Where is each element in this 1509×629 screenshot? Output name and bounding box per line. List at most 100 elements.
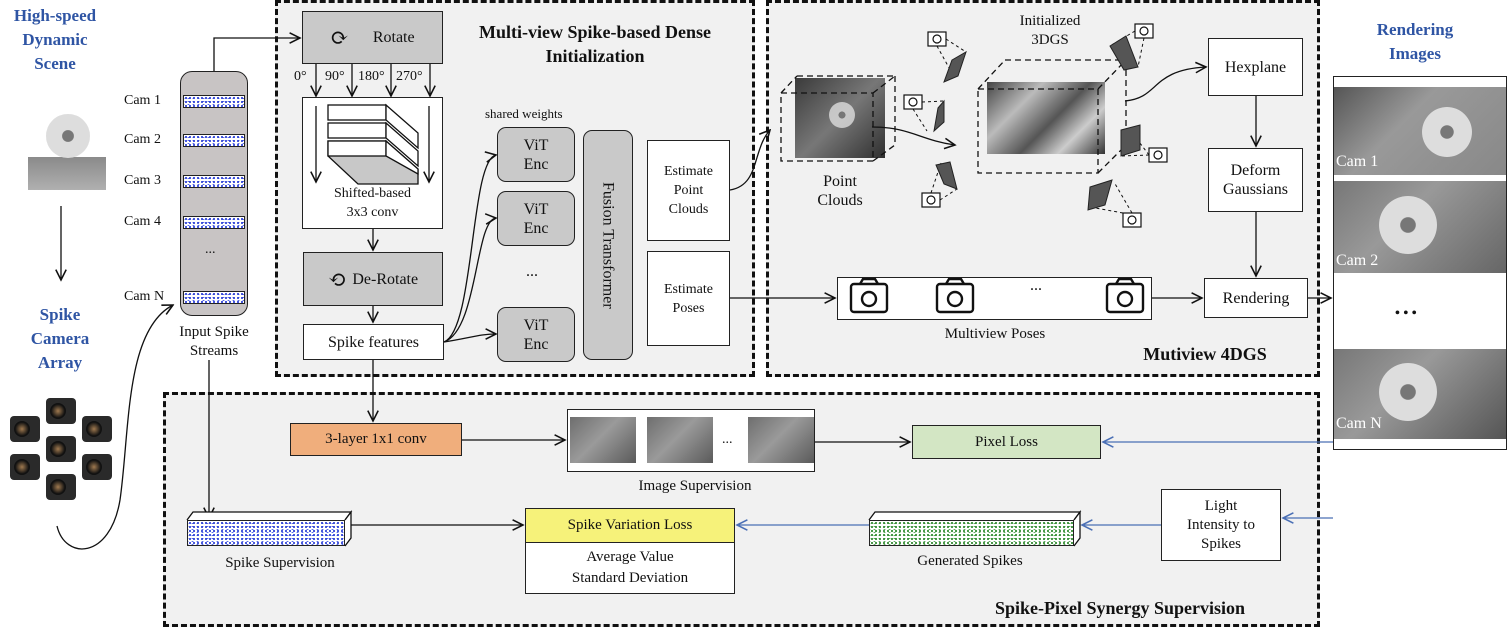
fusion-transformer: Fusion Transformer <box>583 130 633 360</box>
deform-line: Gaussians <box>1223 181 1288 198</box>
angle-label: 270° <box>396 69 423 84</box>
light-line: Spikes <box>1200 535 1241 552</box>
input-streams-caption: Input Spike Streams <box>160 323 268 361</box>
render-image-camN: Cam N <box>1334 349 1506 439</box>
cam-label: Cam 1 <box>124 93 161 108</box>
derotate-icon: ⟲ <box>327 266 347 292</box>
poses-ellipsis: ... <box>1030 277 1042 294</box>
vit-line: ViT <box>523 200 549 218</box>
derotate-block: ⟲ De-Rotate <box>303 252 443 306</box>
scene-title-line: Dynamic <box>22 30 88 49</box>
right-title-line: Images <box>1389 44 1441 63</box>
camera-icon <box>46 398 76 424</box>
camera-icon <box>46 474 76 500</box>
supervision-frame <box>570 417 636 463</box>
vit-line: Enc <box>523 155 549 173</box>
initialized-3dgs-label: Initialized 3DGS <box>1000 12 1100 50</box>
angle-label: 0° <box>294 69 307 84</box>
image-sup-ellipsis: ... <box>722 432 733 447</box>
pixel-loss-label: Pixel Loss <box>975 433 1038 450</box>
angle-label: 180° <box>358 69 385 84</box>
caption-line: Streams <box>189 343 239 359</box>
rotate-icon: ⟳ <box>330 25 349 50</box>
spike-supervision-bar <box>187 520 345 546</box>
svl-item: Standard Deviation <box>571 570 689 586</box>
pc-line: Clouds <box>668 202 709 217</box>
camera-icon <box>10 416 40 442</box>
3dgs-label-line: Initialized <box>1019 13 1081 29</box>
pc-line: Estimate <box>664 164 713 179</box>
4dgs-title: Mutiview 4DGS <box>1143 344 1267 364</box>
camera-icon <box>46 436 76 462</box>
render-image-cam1: Cam 1 <box>1334 87 1506 175</box>
3dgs-label-line: 3DGS <box>1031 32 1069 48</box>
spike-features-label: Spike features <box>327 333 420 351</box>
conv1x1-block: 3-layer 1x1 conv <box>290 423 462 456</box>
poses-line: Poses <box>672 300 705 316</box>
pixel-loss-block: Pixel Loss <box>912 425 1101 459</box>
conv-label: Shifted-based 3x3 conv <box>334 184 411 222</box>
camera-icon <box>82 454 112 480</box>
initialized-3dgs-image <box>987 82 1105 154</box>
spike-supervision-label: Spike Supervision <box>225 555 335 571</box>
light-to-spikes-block: Light Intensity to Spikes <box>1161 489 1281 561</box>
spike-variation-loss-block: Spike Variation Loss Average Value Stand… <box>525 508 735 594</box>
cam-ellipsis: ... <box>205 242 216 257</box>
rendering-images-title: Rendering Images <box>1350 18 1480 66</box>
spike-stream-cam2 <box>183 134 245 147</box>
array-title-line: Camera <box>30 329 90 348</box>
render-cam-label: Cam N <box>1336 415 1382 432</box>
render-cam-label: Cam 1 <box>1336 153 1379 170</box>
derotate-label: De-Rotate <box>352 270 419 288</box>
spike-stream-camN <box>183 291 245 304</box>
pc-label-line: Point <box>823 173 857 190</box>
cam-label: Cam 3 <box>124 173 161 188</box>
camera-icon <box>82 416 112 442</box>
light-line: Light <box>1204 497 1238 514</box>
synergy-title: Spike-Pixel Synergy Supervision <box>994 598 1246 618</box>
estimate-point-clouds: Estimate Point Clouds <box>647 140 730 241</box>
right-title-line: Rendering <box>1376 20 1454 39</box>
vit-line: Enc <box>523 335 549 353</box>
scene-image <box>28 112 108 192</box>
title-line: Multi-view Spike-based Dense <box>478 22 711 42</box>
vit-line: ViT <box>523 316 549 334</box>
svl-header: Spike Variation Loss <box>526 509 734 543</box>
svl-item: Average Value <box>586 549 674 565</box>
render-image-cam2: Cam 2 <box>1334 181 1506 273</box>
rotate-label: Rotate <box>372 29 415 46</box>
conv1x1-label: 3-layer 1x1 conv <box>325 431 427 447</box>
cam-label: Cam 2 <box>124 132 161 147</box>
shared-weights-label: shared weights <box>485 106 563 121</box>
cam-label: Cam 4 <box>124 214 161 229</box>
conv-label-line: 3x3 conv <box>346 205 399 220</box>
scene-title-line: High-speed <box>13 6 97 25</box>
vit-ellipsis: ... <box>526 263 538 280</box>
spike-features-block: Spike features <box>303 324 444 360</box>
conv-label-line: Shifted-based <box>334 186 411 201</box>
estimate-poses: Estimate Poses <box>647 251 730 346</box>
hexplane-block: Hexplane <box>1208 38 1303 96</box>
spike-camera-array <box>8 398 118 508</box>
hexplane-label: Hexplane <box>1224 58 1287 76</box>
input-streams-container <box>180 71 248 316</box>
deform-line: Deform <box>1230 162 1281 179</box>
multiview-poses-label: Multiview Poses <box>944 326 1046 342</box>
scene-title: High-speed Dynamic Scene <box>5 4 105 76</box>
svl-label: Spike Variation Loss <box>567 517 693 533</box>
fusion-label: Fusion Transformer <box>599 181 617 309</box>
title-line: Initialization <box>545 46 645 66</box>
angle-label: 90° <box>325 69 345 84</box>
spike-stream-cam4 <box>183 216 245 229</box>
rendering-label: Rendering <box>1222 289 1290 307</box>
vit-line: ViT <box>523 136 549 154</box>
generated-spikes-bar <box>869 520 1074 546</box>
render-ellipsis: • • • <box>1395 306 1417 321</box>
point-clouds-label: Point Clouds <box>800 172 880 210</box>
shifted-conv-block: Shifted-based 3x3 conv <box>302 97 443 229</box>
multiview-poses-strip <box>837 277 1152 320</box>
vit-line: Enc <box>523 219 549 237</box>
image-supervision-label: Image Supervision <box>638 478 752 494</box>
